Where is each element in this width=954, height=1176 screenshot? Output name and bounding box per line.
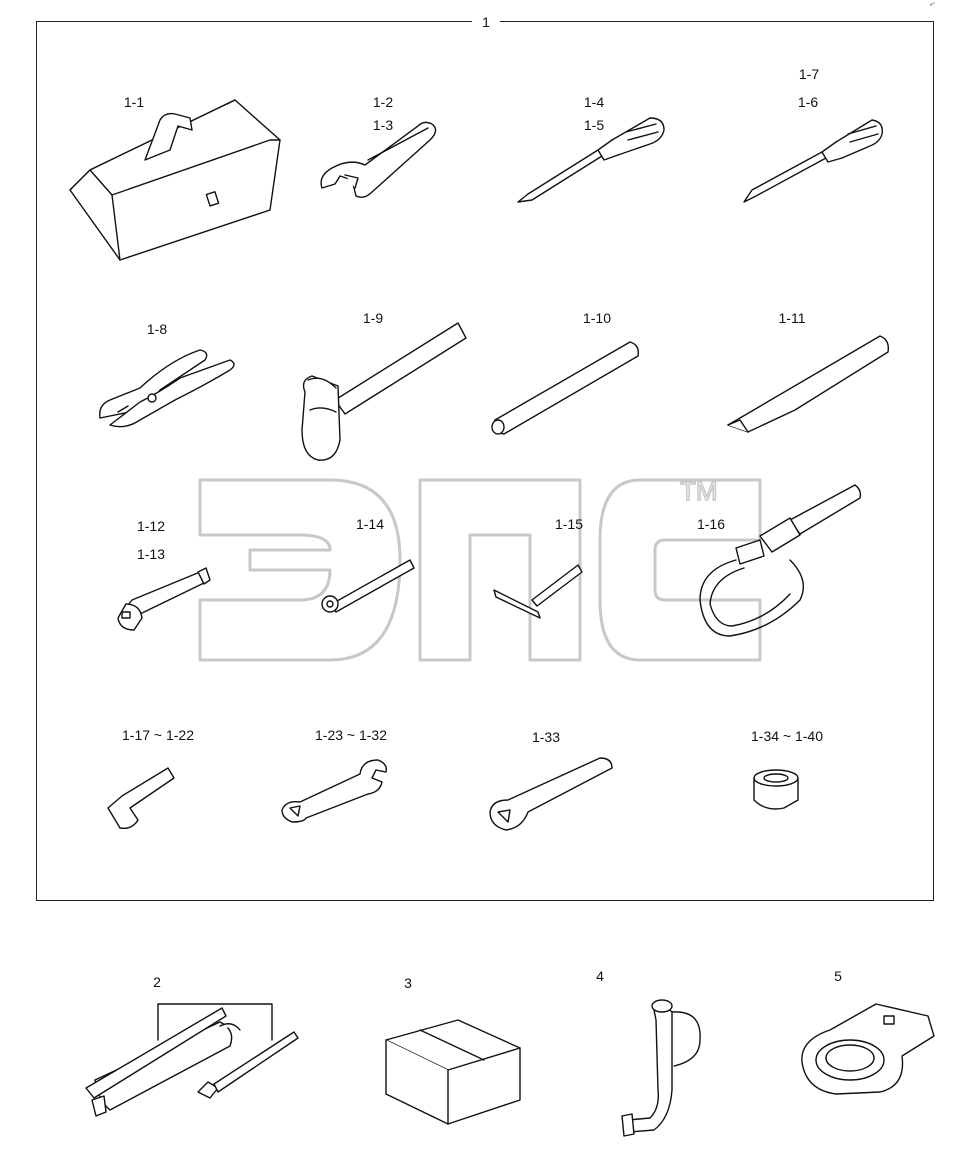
ratchet-handle-icon [321,559,415,613]
label-1-7: 1-7 [798,66,820,82]
label-4: 4 [596,968,604,984]
socket-icon [753,769,799,810]
pry-bar-icon [727,335,890,433]
phillips-screwdriver-icon [743,119,883,203]
group-1-label: 1 [482,14,490,30]
filter-wrench-icon [699,484,862,637]
frame-label-gap [472,12,500,32]
label-1-5: 1-5 [583,117,605,133]
hammer-icon [301,322,467,461]
toolbox-icon [69,99,281,261]
label-1-11: 1-11 [778,310,806,326]
label-1-6: 1-6 [797,94,819,110]
t-wrench-icon [493,564,583,619]
grease-gun-icon [85,1003,299,1117]
label-1-1: 1-1 [123,94,145,110]
label-1-2: 1-2 [372,94,394,110]
label-1-16: 1-16 [696,516,726,532]
single-open-wrench-icon [489,757,613,831]
double-open-wrench-icon [281,759,388,823]
label-1-8: 1-8 [146,321,168,337]
label-1-9: 1-9 [362,310,384,326]
bent-tube-icon [621,999,701,1137]
label-1-13: 1-13 [136,546,166,562]
box-icon [385,1019,521,1125]
label-1-10: 1-10 [582,310,612,326]
pliers-icon [99,349,235,428]
label-1-12: 1-12 [136,518,166,534]
socket-extension-icon [117,567,211,631]
label-1-15: 1-15 [554,516,584,532]
label-5: 5 [834,968,842,984]
ring-ratchet-icon [801,1003,935,1095]
label-2: 2 [153,974,161,990]
label-1-17-1-22: 1-17 ~ 1-22 [122,727,194,743]
watermark-tm: TM [680,476,718,506]
hex-key-icon [107,767,175,830]
corner-mark: e° [930,2,935,8]
round-bar-icon [491,341,640,435]
label-1-34-1-40: 1-34 ~ 1-40 [751,728,823,744]
label-1-14: 1-14 [355,516,385,532]
flat-screwdriver-icon [517,117,665,203]
label-1-4: 1-4 [583,94,605,110]
label-1-33: 1-33 [531,729,561,745]
label-1-3: 1-3 [372,117,394,133]
label-1-23-1-32: 1-23 ~ 1-32 [315,727,387,743]
label-3: 3 [404,975,412,991]
adjustable-wrench-icon [320,121,437,199]
